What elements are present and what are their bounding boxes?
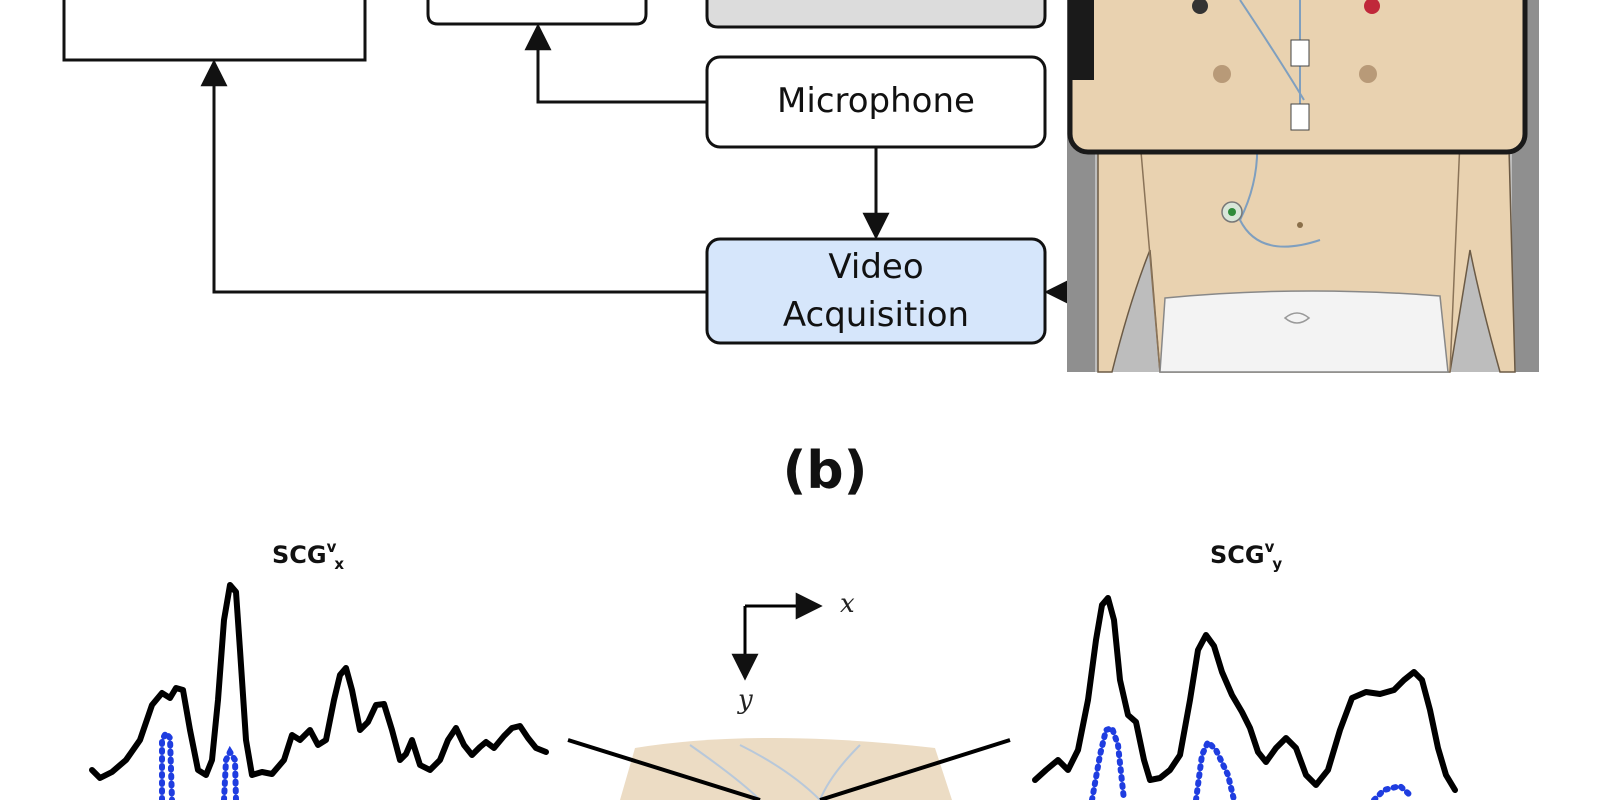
coordinate-axes: x y (731, 589, 855, 715)
panel-b-label: (b) (783, 441, 868, 501)
block-grey-box (705, 0, 1047, 29)
scg-y-sup: v (1265, 538, 1275, 556)
block-left-box (62, 0, 367, 62)
scg-y-sub: y (1272, 555, 1282, 573)
scg-y-dots-2 (1193, 736, 1237, 803)
scg-x-sub: x (334, 555, 344, 573)
scg-x-dots-2 (221, 745, 239, 803)
microphone-node: Microphone (705, 55, 1047, 149)
arrow-microphone-to-middle-box (524, 23, 707, 104)
block-middle-box (426, 0, 648, 26)
chest-image (620, 738, 952, 801)
arrow-video-to-left-box (200, 59, 707, 294)
scg-x-sup: v (327, 538, 337, 556)
scg-x-waveform (89, 582, 549, 781)
video-acquisition-label-line2: Acquisition (783, 295, 969, 335)
phone-frame (1067, 0, 1528, 155)
scg-y-dots-3 (1371, 782, 1413, 803)
video-acquisition-label-line1: Video (828, 247, 923, 287)
scg-y-waveform (1032, 595, 1458, 793)
video-acquisition-node: Video Acquisition (705, 237, 1047, 345)
scg-y-base: SCG (1210, 541, 1265, 569)
y-axis-label: y (737, 685, 753, 715)
zoom-line-right (819, 738, 1011, 802)
scg-x-base: SCG (272, 541, 327, 569)
scg-x-dots-1 (159, 727, 175, 803)
subject-illustration (1067, 0, 1539, 373)
scg-y-dots-1 (1089, 724, 1127, 803)
zoom-line-left (567, 738, 761, 802)
microphone-label: Microphone (777, 81, 975, 121)
x-axis-label: x (840, 589, 855, 619)
